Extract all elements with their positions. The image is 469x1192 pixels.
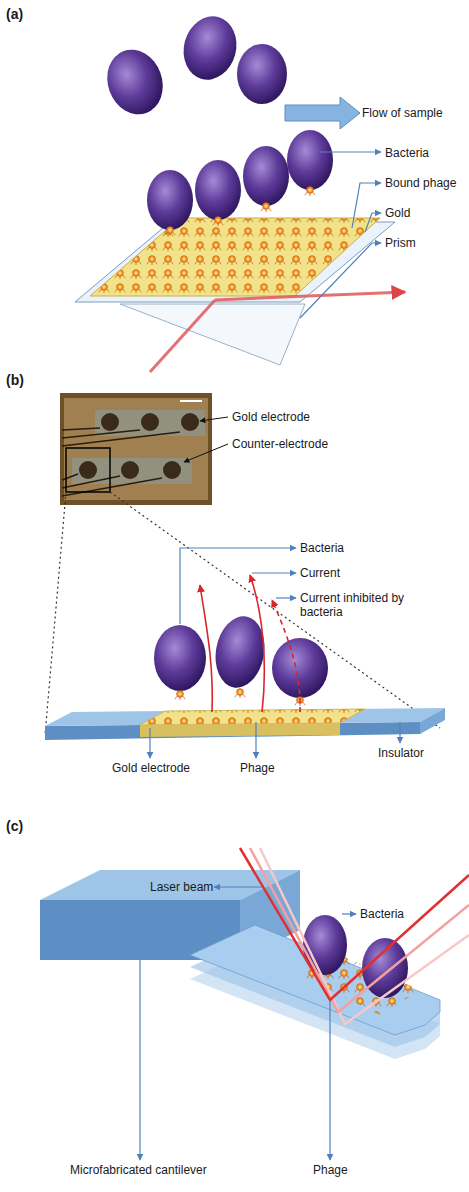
- callout-label: Bound phage: [385, 176, 456, 190]
- insulator-side: [420, 708, 445, 734]
- callout-label: Gold: [385, 206, 410, 220]
- panel-letter: (c): [6, 818, 23, 835]
- zoom-line: [110, 492, 440, 728]
- leader-line: [200, 417, 228, 421]
- leader-line: [180, 548, 296, 624]
- bacterium: [243, 146, 289, 206]
- current-arrow: [250, 575, 264, 712]
- chip-substrate: [64, 398, 208, 500]
- phage: [175, 691, 186, 700]
- leader-line: [352, 183, 381, 228]
- phage: [261, 203, 272, 212]
- bacterium: [237, 44, 287, 104]
- phage: [213, 217, 224, 226]
- leader-line: [300, 243, 381, 318]
- leader-line: [365, 213, 381, 232]
- scale-bar: [180, 400, 202, 402]
- bacterium: [147, 170, 193, 230]
- zoom-box: [66, 448, 110, 492]
- insulator-top: [45, 708, 445, 726]
- callout-label: Laser beam: [150, 880, 213, 894]
- leader-line: [139, 960, 140, 1160]
- bacterium: [287, 130, 333, 190]
- callout-label: Phage: [313, 1163, 348, 1177]
- chip-electrode-band: [95, 410, 205, 436]
- bacterium: [195, 160, 241, 220]
- gold-electrode-front: [140, 723, 340, 737]
- chip-electrode: [181, 413, 199, 431]
- bacterium: [98, 42, 171, 122]
- chip-photo: [60, 393, 212, 505]
- leader-line: [329, 1000, 330, 1160]
- prism: [120, 304, 305, 365]
- phage: [235, 689, 246, 698]
- callout-label: Bacteria: [385, 146, 429, 160]
- leader-line: [399, 722, 400, 743]
- leader-line: [149, 728, 150, 758]
- chip-electrode-band: [72, 458, 192, 484]
- bacterium: [362, 938, 408, 998]
- chip-electrode: [79, 461, 97, 479]
- chip-traces: [62, 428, 180, 496]
- panel-letter: (b): [6, 372, 24, 389]
- leader-line: [184, 444, 228, 462]
- reflected-light: [215, 292, 405, 300]
- incident-light: [150, 300, 215, 372]
- inhibited-current-arrow: [272, 600, 300, 712]
- leader-line: [252, 572, 296, 573]
- phage: [165, 227, 176, 236]
- bacterium: [177, 10, 244, 85]
- flow-arrow: [285, 97, 360, 129]
- leader-line: [320, 151, 381, 152]
- gold-film: [90, 218, 380, 296]
- callout-label: Prism: [385, 236, 416, 250]
- callout-label: Gold electrode: [232, 410, 310, 424]
- callout-label: Bacteria: [360, 907, 404, 921]
- chip-electrode: [121, 461, 139, 479]
- callout-label: Current inhibited by bacteria: [300, 591, 440, 620]
- leader-line: [342, 913, 356, 914]
- panel-letter: (a): [6, 6, 23, 23]
- leader-line: [255, 722, 256, 758]
- callout-label: Gold electrode: [112, 761, 190, 775]
- callout-label: Flow of sample: [362, 106, 443, 120]
- zoom-line: [45, 492, 66, 735]
- gold-electrode: [140, 709, 365, 725]
- laser-beam: [250, 848, 469, 1012]
- callout-label: Insulator: [378, 746, 424, 760]
- callout-label: Counter-electrode: [232, 437, 328, 451]
- current-arrow: [200, 585, 212, 712]
- laser-beam: [240, 848, 469, 1000]
- chip-electrode: [101, 413, 119, 431]
- callout-label: Microfabricated cantilever: [70, 1163, 207, 1177]
- callout-label: Bacteria: [300, 541, 344, 555]
- callout-label: Phage: [240, 761, 275, 775]
- chip-electrode: [141, 413, 159, 431]
- leader-line: [214, 886, 262, 887]
- chip-electrode: [163, 461, 181, 479]
- callout-label: Current: [300, 566, 340, 580]
- phage: [305, 187, 316, 196]
- bacterium: [154, 625, 206, 691]
- leader-line: [276, 597, 296, 598]
